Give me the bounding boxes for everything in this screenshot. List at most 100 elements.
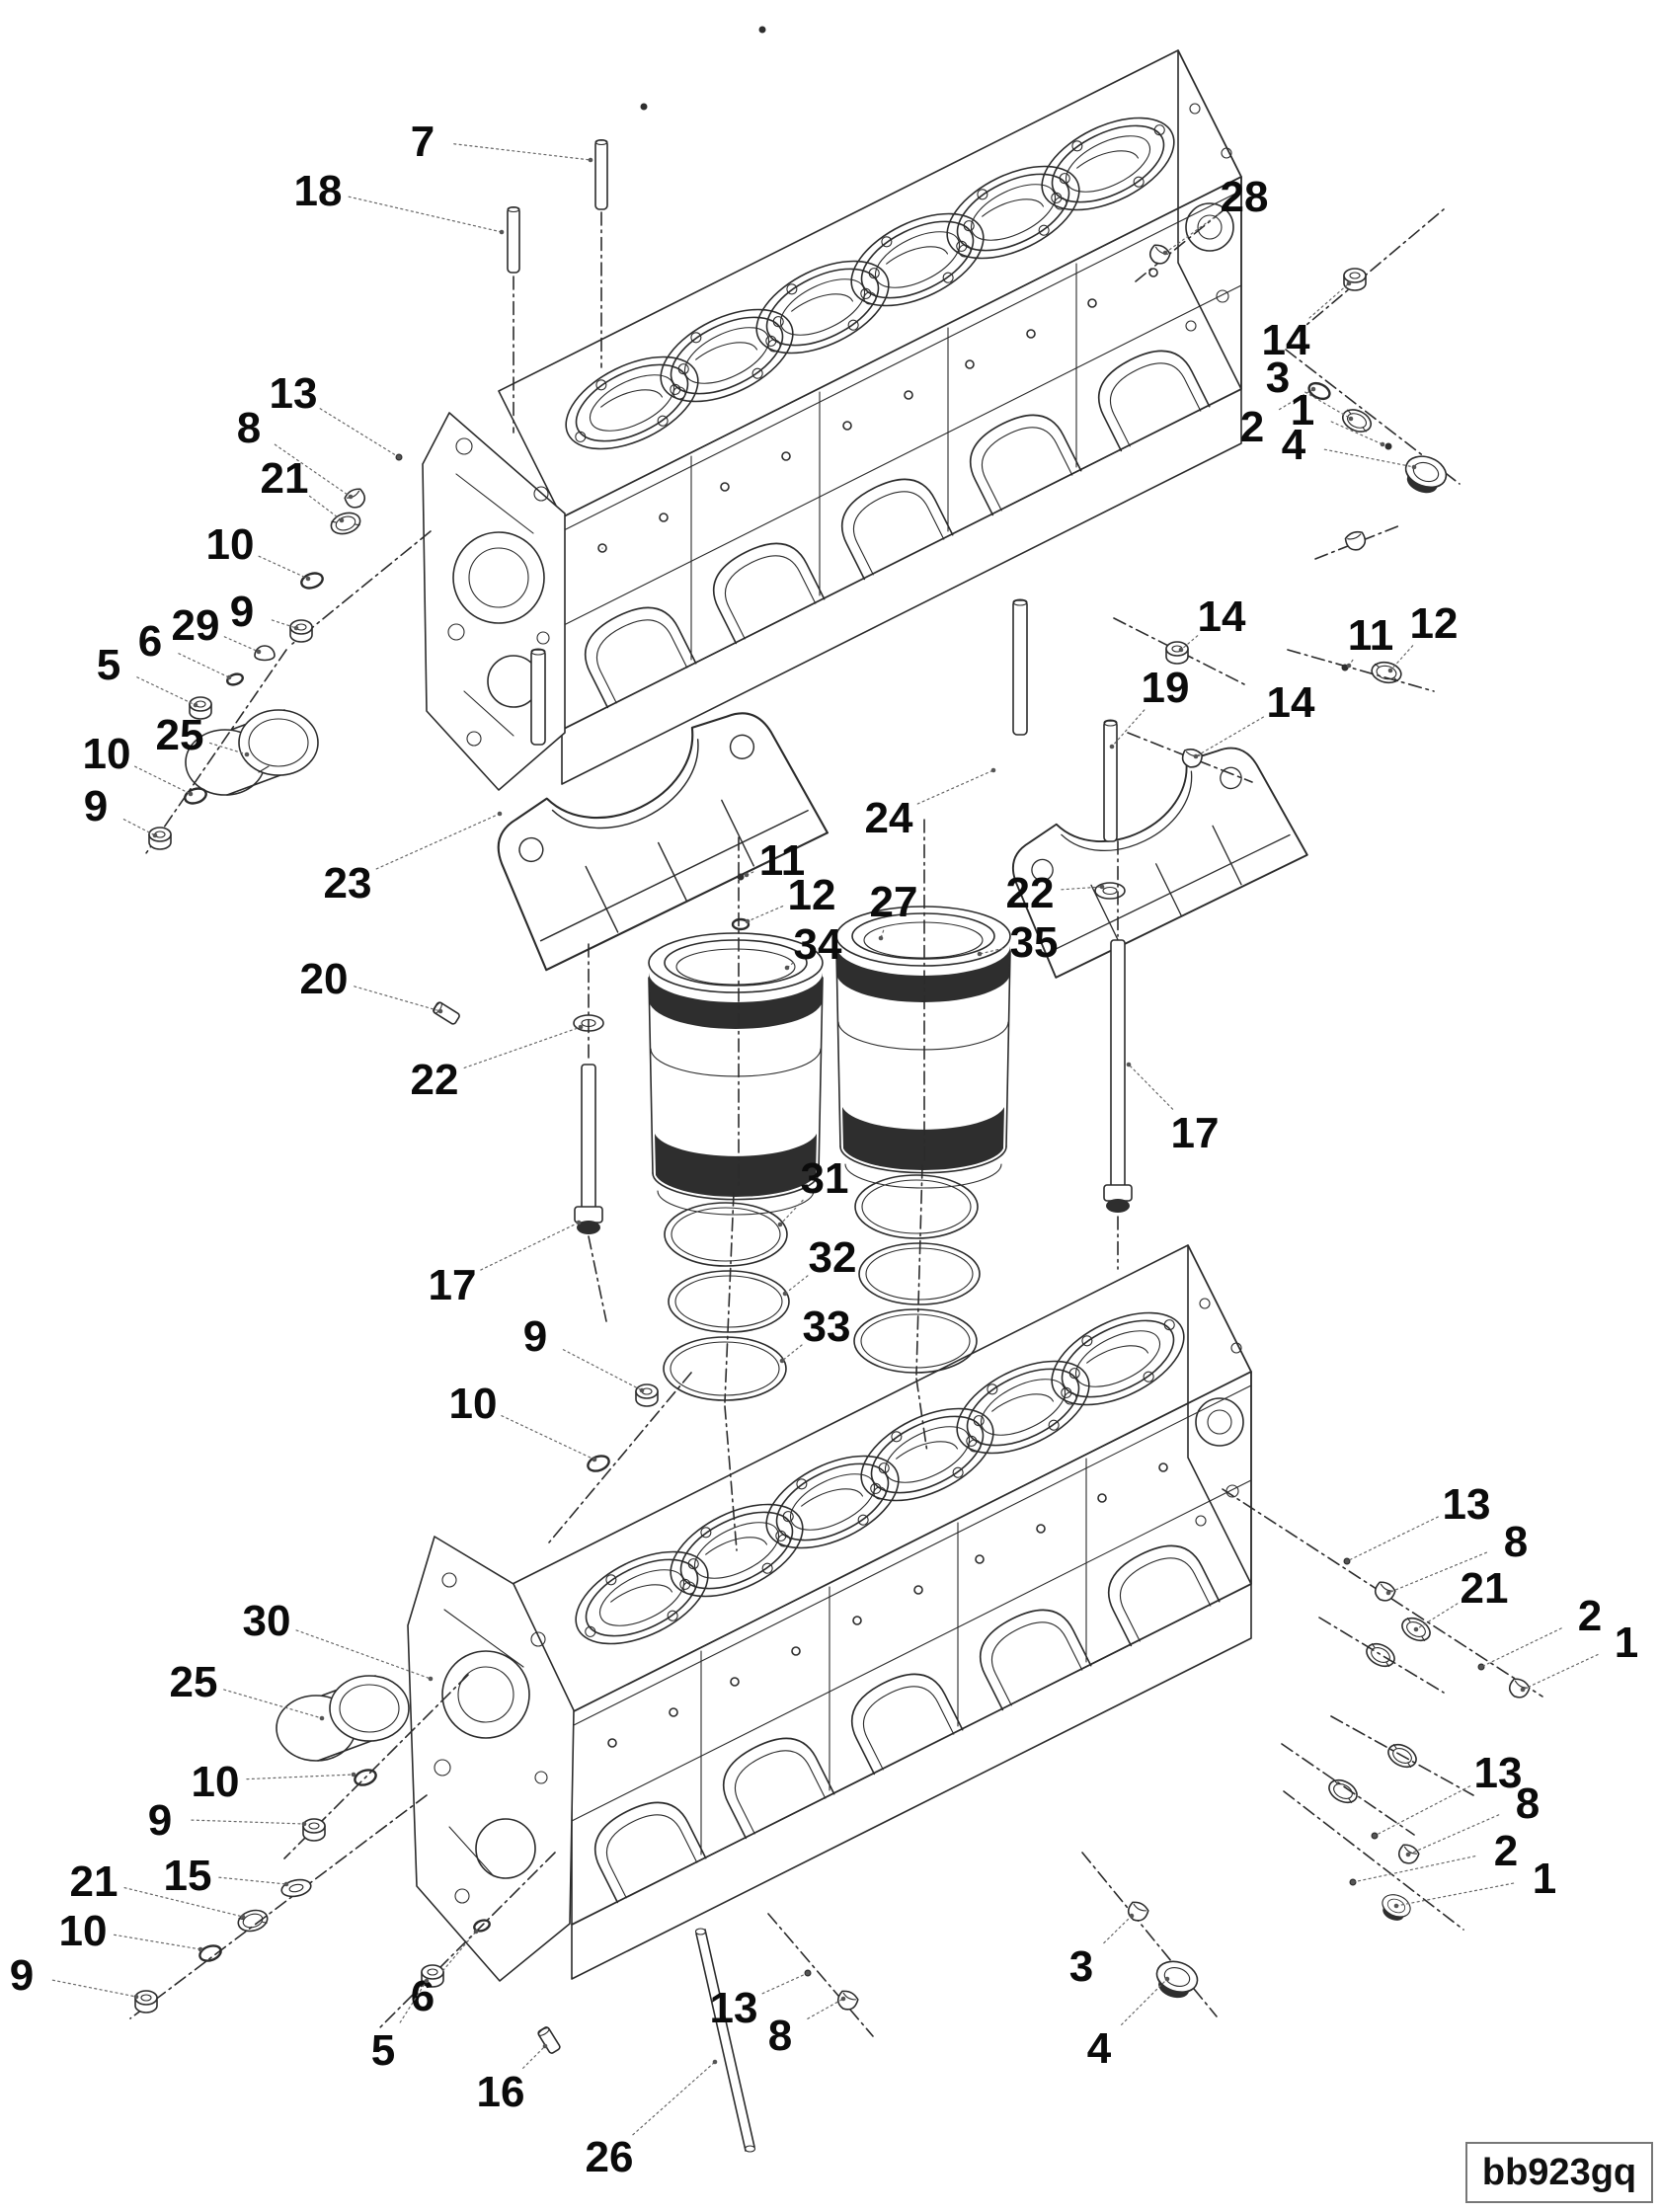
leader-line <box>1180 635 1199 651</box>
callout-12: 12 <box>1387 599 1458 673</box>
leader-endpoint <box>193 702 198 708</box>
leader-line <box>1522 1653 1599 1691</box>
leader-line <box>123 1887 244 1918</box>
callout-14: 14 <box>1193 678 1315 759</box>
callout-14: 14 <box>1178 592 1246 653</box>
leader-line <box>258 555 309 580</box>
callout-25: 25 <box>170 1658 325 1721</box>
callout-26: 26 <box>586 2059 718 2181</box>
cap-bolt-right <box>1094 882 1133 1213</box>
leader-line <box>747 906 784 922</box>
callout-25: 25 <box>156 711 250 759</box>
leader-endpoint <box>198 1946 203 1952</box>
callout-number: 31 <box>801 1154 849 1203</box>
callout-number: 19 <box>1142 664 1190 712</box>
callout-number: 26 <box>586 2133 634 2181</box>
leader-line <box>113 1934 201 1950</box>
callout-5: 5 <box>97 641 198 708</box>
callout-10: 10 <box>206 520 311 582</box>
callout-21: 21 <box>261 454 345 523</box>
leader-line <box>1164 213 1220 254</box>
callout-8: 8 <box>237 404 354 500</box>
callout-number: 13 <box>1474 1749 1523 1797</box>
callout-10: 10 <box>59 1907 203 1955</box>
callout-9: 9 <box>523 1312 645 1393</box>
leader-endpoint <box>305 576 311 582</box>
callout-number: 11 <box>759 836 806 885</box>
callout-5: 5 <box>371 1978 430 2075</box>
callout-9: 9 <box>84 782 158 838</box>
callout-10: 10 <box>449 1380 597 1462</box>
callout-number: 16 <box>477 2068 525 2116</box>
callout-number: 32 <box>809 1233 857 1282</box>
leader-endpoint <box>133 1994 139 2000</box>
leader-endpoint <box>437 1008 443 1014</box>
leader-endpoint <box>283 1881 289 1887</box>
leader-endpoint <box>1478 1664 1484 1670</box>
leader-line <box>632 2061 716 2136</box>
main-bearing-cap-left <box>477 648 830 972</box>
callout-10: 10 <box>192 1758 356 1806</box>
callout-number: 14 <box>1262 316 1310 364</box>
leader-line <box>136 676 197 706</box>
leader-endpoint <box>319 1715 325 1721</box>
callout-4: 4 <box>1282 421 1417 470</box>
callout-number: 9 <box>523 1312 547 1361</box>
callout-20: 20 <box>300 955 443 1014</box>
bottom-block-front-plate <box>407 1536 575 1982</box>
leader-line <box>1389 645 1414 672</box>
leader-endpoint <box>977 951 983 957</box>
callout-number: 25 <box>170 1658 218 1706</box>
callout-32: 32 <box>782 1233 857 1297</box>
callout-4: 4 <box>1087 1976 1170 2073</box>
leader-endpoint <box>1520 1687 1526 1693</box>
callout-13: 13 <box>1344 1480 1490 1564</box>
leader-endpoint <box>424 1978 430 1984</box>
leader-line <box>319 408 400 458</box>
callout-number: 30 <box>243 1597 291 1645</box>
leader-endpoint <box>473 1929 479 1935</box>
leader-endpoint <box>1393 1903 1399 1909</box>
small-hardware <box>134 241 1533 2056</box>
leader-endpoint <box>782 1291 788 1297</box>
leader-endpoint <box>1411 464 1417 470</box>
leader-line <box>779 1199 804 1225</box>
leader-line <box>375 813 501 870</box>
callout-number: 23 <box>324 859 372 908</box>
callout-12: 12 <box>745 871 836 924</box>
leader-endpoint <box>805 1970 811 1976</box>
callout-number: 6 <box>138 617 162 666</box>
callout-33: 33 <box>779 1303 850 1364</box>
leader-line <box>453 143 592 161</box>
callout-number: 12 <box>788 871 836 919</box>
leader-line <box>1061 886 1103 891</box>
callout-7: 7 <box>411 118 593 166</box>
leader-line <box>1407 1814 1500 1856</box>
callout-number: 27 <box>870 878 918 926</box>
callout-27: 27 <box>870 878 918 941</box>
callout-22: 22 <box>411 1024 584 1104</box>
leader-endpoint <box>1348 416 1354 422</box>
callout-number: 11 <box>1348 611 1394 660</box>
leader-endpoint <box>499 229 505 235</box>
leader-line <box>246 1774 355 1780</box>
cam-bushing-bottom <box>276 1675 410 1762</box>
leader-line <box>271 619 297 629</box>
callout-number: 4 <box>1087 2024 1112 2073</box>
leader-line <box>1352 1856 1476 1883</box>
leader-line <box>522 2045 546 2069</box>
callout-number: 6 <box>411 1972 434 2020</box>
callout-28: 28 <box>1162 173 1268 256</box>
callout-number: 13 <box>270 369 318 418</box>
dipstick-tube <box>694 1928 756 2153</box>
leader-line <box>348 196 503 233</box>
centerlines <box>129 208 1543 2037</box>
callout-2: 2 <box>1478 1592 1602 1670</box>
leader-line <box>1346 1516 1439 1562</box>
leader-line <box>1323 448 1415 468</box>
leader-line <box>1121 1978 1168 2025</box>
leader-endpoint <box>152 832 158 838</box>
